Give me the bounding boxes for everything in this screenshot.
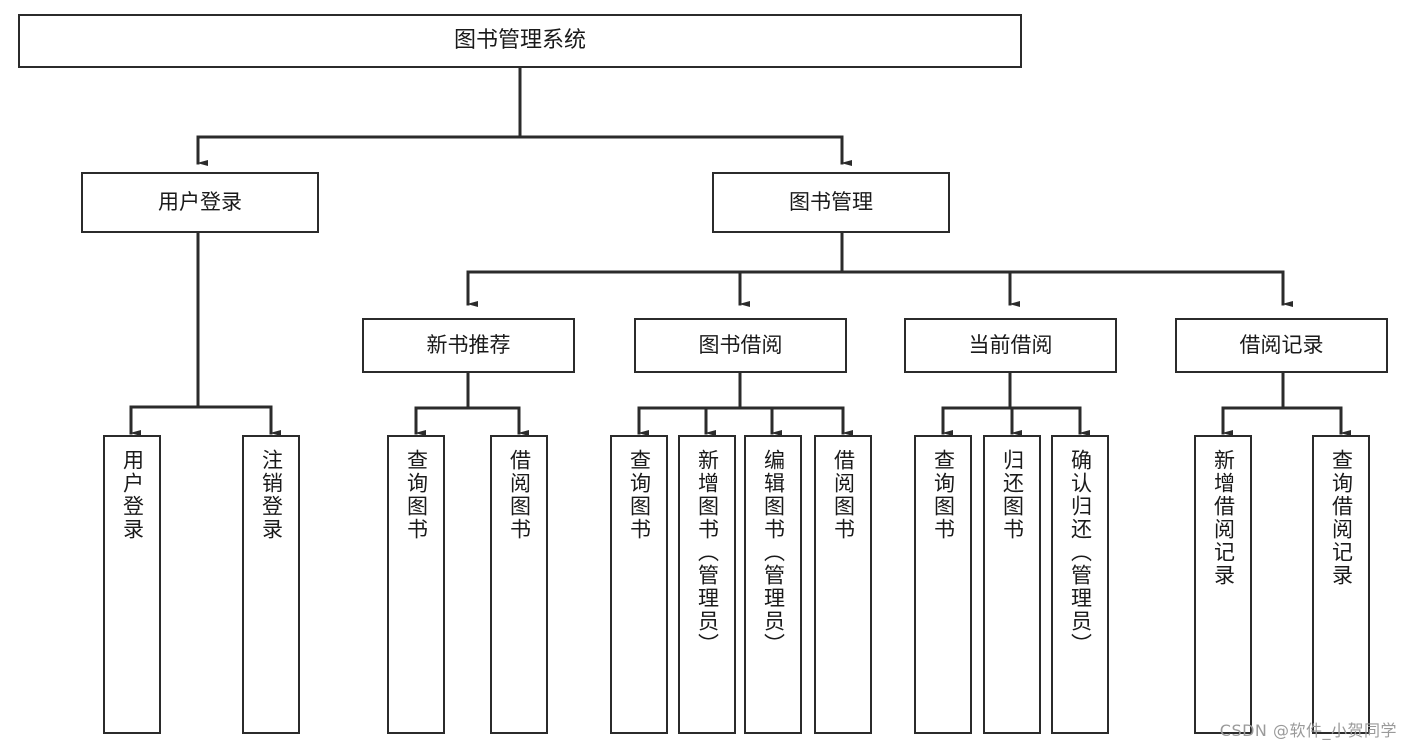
- node-root-label: 图书管理系统: [453, 28, 586, 54]
- node-leaf-borrow-book-1-label: 借阅图书: [507, 449, 532, 541]
- node-book-borrow[interactable]: 图书借阅: [634, 318, 847, 373]
- node-leaf-user-login-label: 用户登录: [120, 449, 145, 541]
- node-leaf-add-record[interactable]: 新增借阅记录: [1194, 435, 1252, 734]
- node-current-borrow-label: 当前借阅: [968, 333, 1053, 358]
- node-user-login[interactable]: 用户登录: [81, 172, 319, 233]
- node-leaf-edit-book[interactable]: 编辑图书（管理员）: [744, 435, 802, 734]
- node-leaf-logout[interactable]: 注销登录: [242, 435, 300, 734]
- node-borrow-record[interactable]: 借阅记录: [1175, 318, 1388, 373]
- node-leaf-add-record-label: 新增借阅记录: [1211, 449, 1236, 587]
- node-current-borrow[interactable]: 当前借阅: [904, 318, 1117, 373]
- node-leaf-query-record-label: 查询借阅记录: [1329, 449, 1354, 587]
- node-leaf-return-book[interactable]: 归还图书: [983, 435, 1041, 734]
- node-leaf-borrow-book-2-label: 借阅图书: [831, 449, 856, 541]
- node-new-book-recommend-label: 新书推荐: [426, 333, 511, 358]
- node-leaf-query-book-2-label: 查询图书: [627, 449, 652, 541]
- node-leaf-query-record[interactable]: 查询借阅记录: [1312, 435, 1370, 734]
- node-leaf-query-book-2[interactable]: 查询图书: [610, 435, 668, 734]
- node-borrow-record-label: 借阅记录: [1239, 333, 1324, 358]
- node-leaf-confirm-return[interactable]: 确认归还（管理员）: [1051, 435, 1109, 734]
- node-leaf-borrow-book-1[interactable]: 借阅图书: [490, 435, 548, 734]
- node-book-manage-label: 图书管理: [789, 190, 873, 215]
- node-leaf-query-book-1[interactable]: 查询图书: [387, 435, 445, 734]
- node-leaf-query-book-3-label: 查询图书: [931, 449, 956, 541]
- node-root[interactable]: 图书管理系统: [18, 14, 1022, 68]
- node-leaf-edit-book-label: 编辑图书（管理员）: [761, 449, 786, 656]
- node-leaf-user-login[interactable]: 用户登录: [103, 435, 161, 734]
- node-leaf-query-book-3[interactable]: 查询图书: [914, 435, 972, 734]
- node-leaf-logout-label: 注销登录: [259, 449, 284, 541]
- node-leaf-borrow-book-2[interactable]: 借阅图书: [814, 435, 872, 734]
- node-leaf-query-book-1-label: 查询图书: [404, 449, 429, 541]
- node-book-manage[interactable]: 图书管理: [712, 172, 950, 233]
- node-leaf-confirm-return-label: 确认归还（管理员）: [1068, 449, 1093, 656]
- node-book-borrow-label: 图书借阅: [698, 333, 783, 358]
- watermark: CSDN @软件_小贺同学: [1219, 721, 1397, 740]
- node-leaf-add-book[interactable]: 新增图书（管理员）: [678, 435, 736, 734]
- node-new-book-recommend[interactable]: 新书推荐: [362, 318, 575, 373]
- node-user-login-label: 用户登录: [158, 190, 242, 215]
- node-leaf-add-book-label: 新增图书（管理员）: [695, 449, 720, 656]
- node-leaf-return-book-label: 归还图书: [1000, 449, 1025, 541]
